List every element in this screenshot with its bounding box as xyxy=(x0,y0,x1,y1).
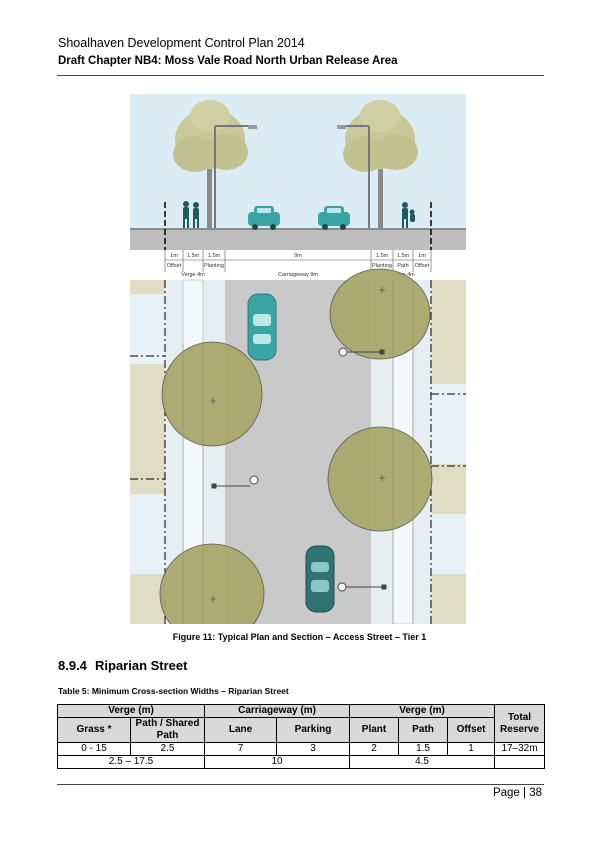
dim-planting-right: 1.5m xyxy=(376,253,389,259)
section-number: 8.9.4 xyxy=(58,658,87,673)
dim-carriageway: 9m xyxy=(294,253,302,259)
cell-path: 1.5 xyxy=(398,742,449,756)
table-column-header-row: Grass * Path / Shared Path Lane Parking … xyxy=(57,717,545,743)
section-tree-right xyxy=(343,100,418,228)
dim-label-offset-right: Offset xyxy=(415,263,430,269)
footer-rule xyxy=(57,784,544,785)
section-car-left xyxy=(248,206,280,230)
section-tree-left xyxy=(173,100,248,228)
page-number: Page | 38 xyxy=(492,787,542,799)
chapter-title: Draft Chapter NB4: Moss Vale Road North … xyxy=(58,55,398,67)
cell-total: 17–32m xyxy=(494,742,546,756)
col-offset: Offset xyxy=(447,717,496,743)
group-verge-left: Verge (m) xyxy=(56,704,206,718)
dim-path-left: 1.5m xyxy=(187,253,200,259)
section-ground-edge xyxy=(130,228,466,230)
table-row: 2.5 – 17.5 10 4.5 xyxy=(56,755,546,769)
col-path: Path xyxy=(398,717,449,743)
col-plant: Plant xyxy=(349,717,400,743)
col-lane: Lane xyxy=(204,717,278,743)
section-heading: 8.9.4 Riparian Street xyxy=(58,658,187,673)
cell-carriageway-total: 10 xyxy=(204,755,351,769)
group-carriageway: Carriageway (m) xyxy=(204,704,351,718)
section-street-light-left xyxy=(214,125,257,228)
table-group-header-row: Verge (m) Carriageway (m) Verge (m) Tota… xyxy=(56,704,546,743)
dim-label-path-right: Path xyxy=(397,263,408,269)
cell-parking: 3 xyxy=(276,742,351,756)
cell-lane: 7 xyxy=(204,742,278,756)
plan-car-lower xyxy=(305,545,335,613)
cell-grass: 0 - 15 xyxy=(57,742,131,756)
street-plan-figure: 1m 1.5m 1.5m 9m 1.5m 1.5m 1m Offset Plan… xyxy=(130,94,466,624)
document-title: Shoalhaven Development Control Plan 2014 xyxy=(58,36,305,50)
cell-plant: 2 xyxy=(349,742,400,756)
group-verge-right: Verge (m) xyxy=(349,704,496,718)
cell-verge-right-total: 4.5 xyxy=(349,755,496,769)
group-total-reserve: Total Reserve xyxy=(494,704,546,743)
col-parking: Parking xyxy=(276,717,351,743)
dimension-strip xyxy=(130,250,466,280)
cell-offset: 1 xyxy=(447,742,496,756)
section-car-right xyxy=(318,206,350,230)
cross-section-widths-table: Verge (m) Carriageway (m) Verge (m) Tota… xyxy=(56,704,546,769)
col-path-shared: Path / Shared Path xyxy=(129,717,206,743)
dim-label-carriageway: Carriageway 9m xyxy=(278,272,318,278)
section-street-light-right xyxy=(337,125,370,228)
dim-planting-left: 1.5m xyxy=(208,253,221,259)
dim-path-right: 1.5m xyxy=(397,253,410,259)
dim-label-verge-left: Verge 4m xyxy=(181,272,205,278)
figure-caption: Figure 11: Typical Plan and Section – Ac… xyxy=(172,632,427,642)
col-grass: Grass * xyxy=(57,717,131,743)
dimension-ticks xyxy=(164,250,432,272)
dim-offset-right: 1m xyxy=(418,253,426,259)
dim-label-planting-right: Planting xyxy=(372,263,392,269)
pedestrians-right-icon xyxy=(402,202,415,228)
plan-car-upper xyxy=(247,293,277,361)
table-caption: Table 5: Minimum Cross-section Widths – … xyxy=(58,686,289,696)
plan-view xyxy=(130,268,466,624)
header-rule xyxy=(57,75,544,76)
cell-path-shared: 2.5 xyxy=(129,742,206,756)
table-row: 0 - 15 2.5 7 3 2 1.5 1 17–32m xyxy=(57,742,546,756)
cell-verge-left-total: 2.5 – 17.5 xyxy=(56,755,206,769)
pedestrians-left-icon xyxy=(183,201,199,228)
dim-offset-left: 1m xyxy=(170,253,178,259)
section-title: Riparian Street xyxy=(95,658,188,673)
dim-label-planting-left: Planting xyxy=(204,263,224,269)
dim-label-offset-left: Offset xyxy=(167,263,182,269)
cell-total-empty xyxy=(494,755,546,769)
section-ground xyxy=(130,228,466,250)
